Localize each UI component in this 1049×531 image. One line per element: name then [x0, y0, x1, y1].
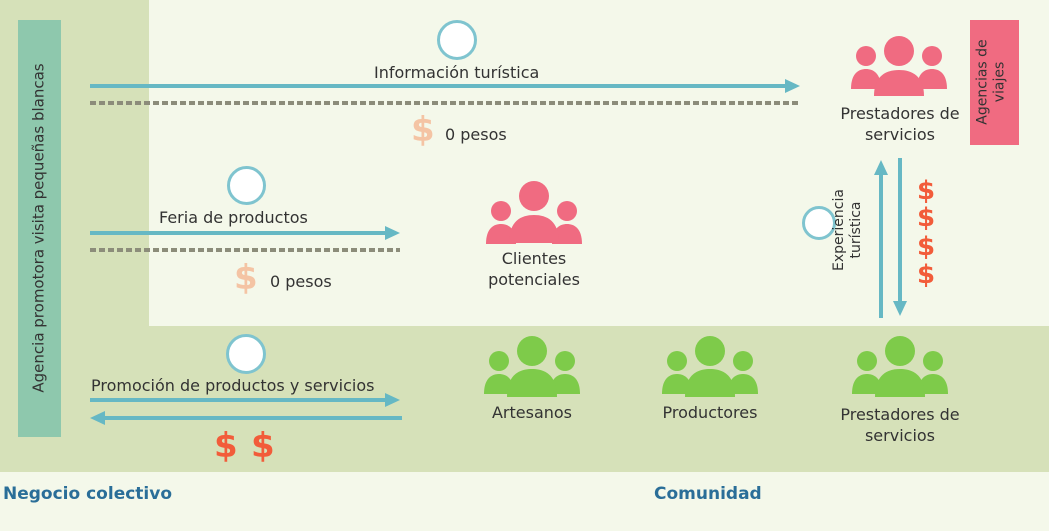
promo-label: Promoción de productos y servicios: [91, 376, 375, 395]
promo-price-symbol-1: $: [214, 426, 238, 466]
people-icon-productores: [662, 336, 758, 397]
info-label: Información turística: [374, 63, 540, 82]
feria-value-circle: [227, 166, 266, 205]
experience-arrow-down: [893, 158, 907, 316]
experience-price-symbol-1: $: [917, 176, 936, 206]
experience-label: Experiencia turística: [831, 170, 871, 290]
prestadores-bottom-label: Prestadores de servicios: [840, 405, 960, 445]
people-icon-artesanos: [484, 336, 580, 397]
promo-value-circle: [226, 334, 266, 374]
people-icon-prestadores-bottom: [852, 336, 948, 397]
feria-label: Feria de productos: [159, 208, 308, 227]
promo-arrow-left: [90, 411, 402, 425]
people-icon-clientes: [486, 181, 582, 244]
artesanos-label: Artesanos: [491, 403, 573, 422]
clientes-label: Clientes potenciales: [488, 249, 580, 289]
experience-price-symbol-3: $: [917, 232, 936, 262]
prestadores-top-label: Prestadores de servicios: [840, 104, 960, 144]
people-icon-prestadores-top: [851, 36, 947, 96]
experience-value-circle: [802, 206, 836, 240]
experience-arrow-up: [874, 160, 888, 318]
agency-bar: [18, 20, 61, 437]
feria-price-symbol: $: [234, 258, 258, 298]
info-price: 0 pesos: [445, 125, 507, 144]
info-value-circle: [437, 20, 477, 60]
feria-price: 0 pesos: [270, 272, 332, 291]
promo-price-symbol-2: $: [251, 426, 275, 466]
travel-agencies-box: [970, 20, 1019, 145]
feria-arrow: [90, 226, 400, 240]
experience-price-symbol-2: $: [917, 203, 936, 233]
experience-text: Experiencia turística: [831, 189, 864, 271]
comunidad-zone-label: Comunidad: [654, 484, 762, 504]
info-arrow: [90, 79, 800, 93]
info-price-symbol: $: [411, 110, 435, 150]
productores-label: Productores: [662, 403, 758, 422]
negocio-zone-label: Negocio colectivo: [3, 484, 173, 504]
experience-price-symbol-4: $: [917, 260, 936, 290]
promo-arrow-right: [90, 393, 400, 407]
